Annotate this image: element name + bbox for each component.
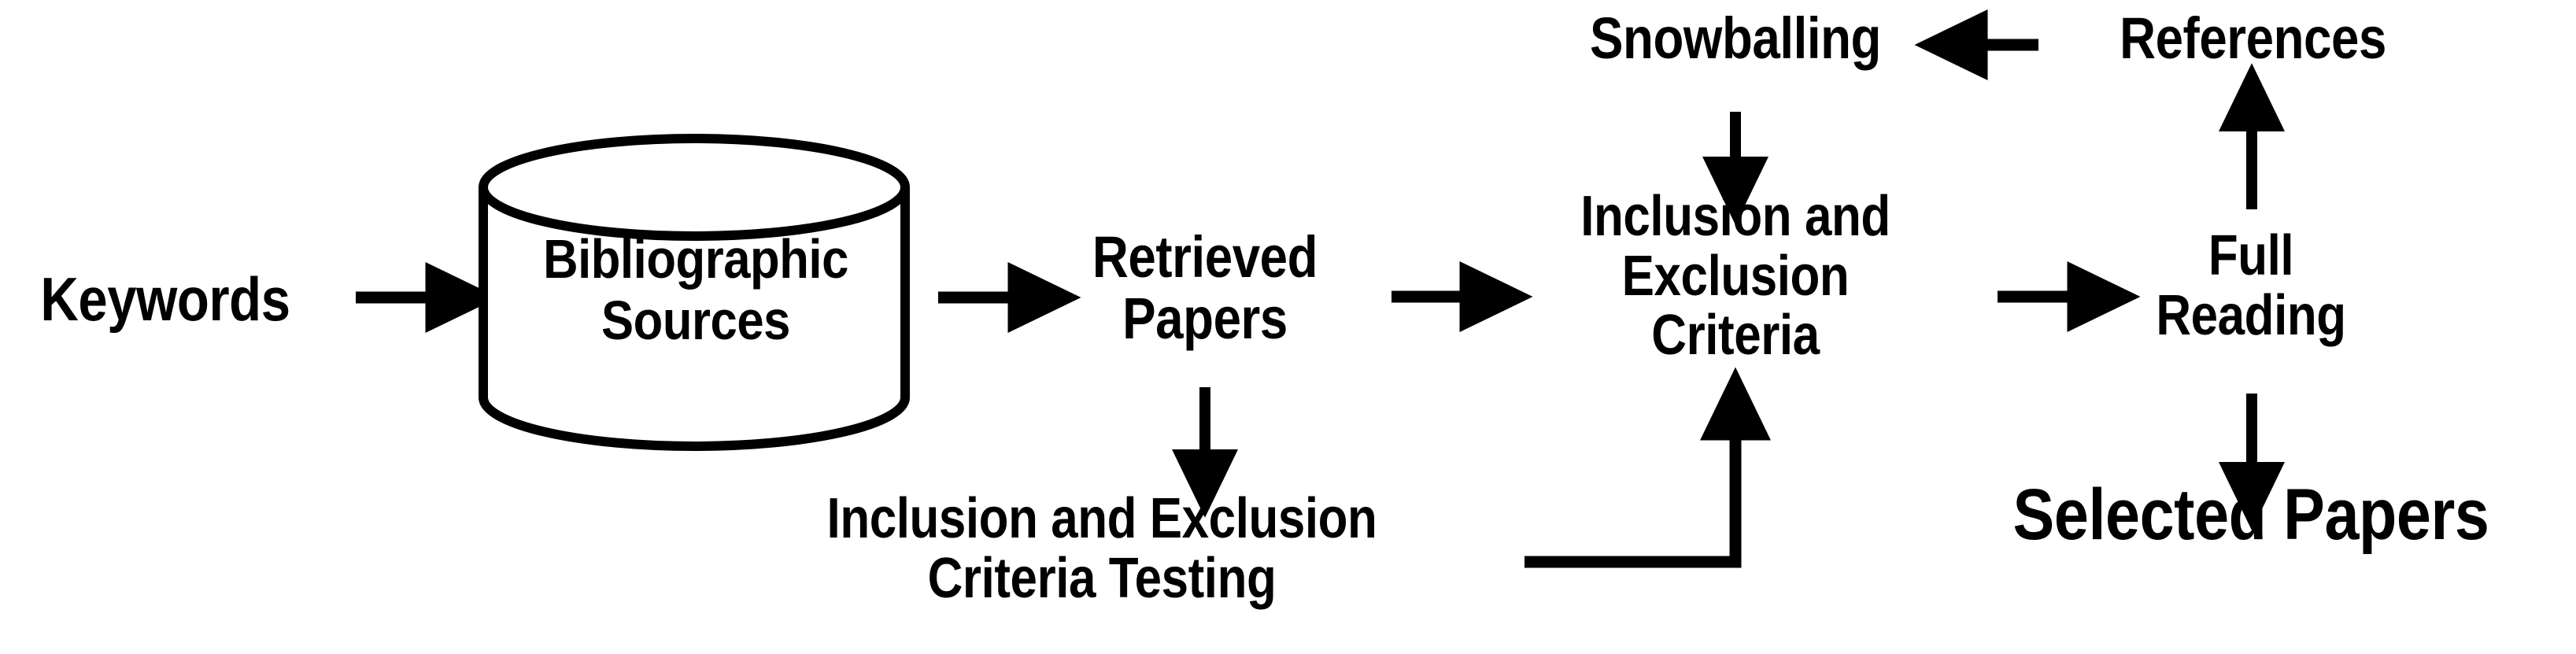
node-inclusion-exclusion-criteria: Inclusion and Exclusion Criteria — [1580, 185, 1890, 368]
node-selected-papers: Selected Papers — [2012, 475, 2489, 555]
node-references: References — [2120, 6, 2386, 71]
node-bibliographic-sources: Bibliographic Sources — [543, 228, 848, 352]
node-keywords: Keywords — [40, 264, 290, 334]
node-criteria-testing: Inclusion and Exclusion Criteria Testing — [826, 487, 1377, 610]
node-snowballing: Snowballing — [1589, 6, 1882, 71]
node-retrieved-papers: Retrieved Papers — [1092, 224, 1318, 351]
node-full-reading: Full Reading — [2156, 224, 2346, 347]
edge-testing-to-criteria — [1525, 367, 1771, 568]
